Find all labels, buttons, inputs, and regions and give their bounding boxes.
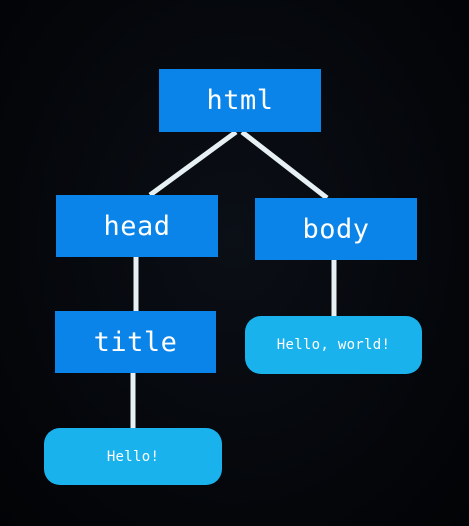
text-node-title-label: Hello! xyxy=(106,448,160,465)
node-body: body xyxy=(255,198,417,260)
node-head-label: head xyxy=(103,210,171,242)
node-html: html xyxy=(159,69,321,132)
text-node-body-label: Hello, world! xyxy=(276,337,391,353)
node-html-label: html xyxy=(206,85,274,116)
node-title-label: title xyxy=(93,326,178,358)
node-title: title xyxy=(55,311,216,373)
node-head: head xyxy=(56,195,218,257)
text-node-body: Hello, world! xyxy=(245,316,422,374)
edge-html-body xyxy=(240,130,329,200)
node-body-label: body xyxy=(302,213,370,245)
text-node-title: Hello! xyxy=(44,428,222,485)
edge-html-head xyxy=(148,129,238,198)
